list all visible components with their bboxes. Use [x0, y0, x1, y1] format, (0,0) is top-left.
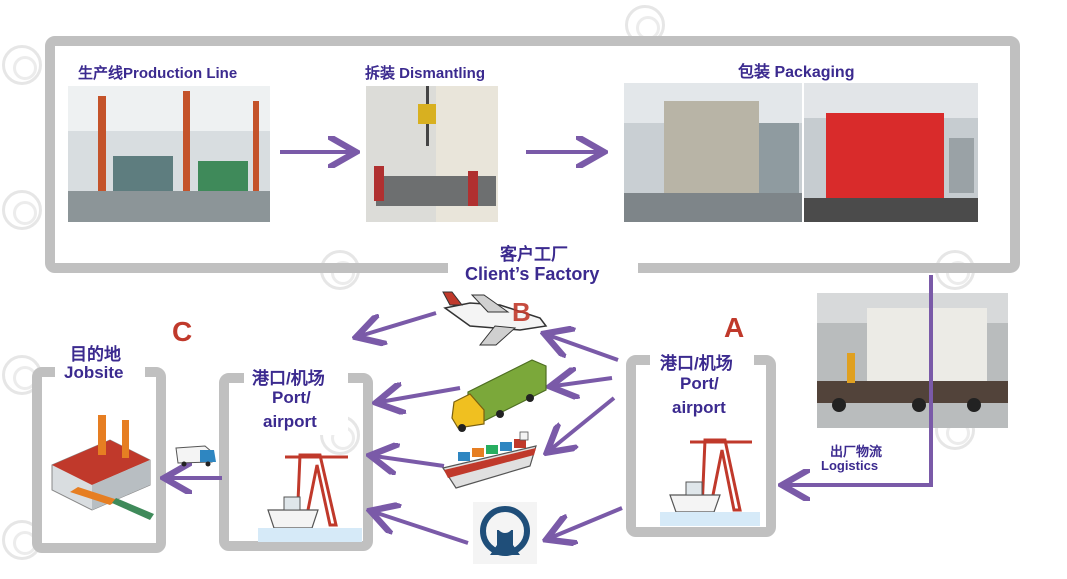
port-a-title-cn: 港口/机场 [660, 354, 733, 373]
arrow-porta-to-truck [554, 378, 613, 386]
dismantling-photo [366, 86, 498, 222]
jobsite-title-mask [55, 357, 145, 387]
plane-icon [442, 291, 548, 346]
jobsite-title-cn: 目的地 [70, 345, 121, 364]
jobsite-plant-icon [51, 415, 154, 520]
packaging-label: 包装 Packaging [738, 64, 855, 81]
truck-icon [451, 359, 547, 432]
logistics-label-en: Logistics [821, 458, 879, 473]
port-b-letter-glyph: B [512, 297, 531, 327]
port-a-title-mask [650, 345, 754, 425]
watermark-seal-icon [2, 45, 42, 85]
factory-caption-mask [448, 255, 638, 285]
port-b-crane-ship-icon [258, 453, 362, 542]
arrow-porta-to-rail [550, 506, 623, 538]
container-ship-icon [442, 431, 537, 489]
railway-logo-icon [473, 502, 537, 564]
port-a-crane-ship-icon [660, 438, 760, 526]
arrow-plane-to-portb [360, 311, 437, 336]
watermark-seal-icon [2, 190, 42, 230]
port-a-letter: A [724, 312, 745, 343]
port-b-title-en2: airport [263, 412, 317, 431]
jobsite-letter: C [172, 316, 193, 347]
factory-caption-en: Client’s Factory [465, 264, 600, 284]
production-line-photo [68, 86, 270, 222]
logistics-label-cn: 出厂物流 [830, 444, 883, 459]
logistics-truck-photo [817, 293, 1008, 428]
port-b-title-mask [244, 363, 348, 435]
packaging-photo-1 [624, 83, 802, 222]
arrow-porta-to-ship [550, 396, 616, 450]
small-truck-icon [175, 445, 216, 467]
packaging-photo-2 [804, 83, 978, 222]
arrow-porta-to-plane [548, 335, 619, 362]
factory-caption-cn: 客户工厂 [500, 245, 568, 264]
port-a-title-en2: airport [672, 398, 726, 417]
production-line-label: 生产线Production Line [78, 65, 238, 82]
jobsite-title-en: Jobsite [64, 363, 124, 382]
port-a-title-en1: Port/ [680, 374, 719, 393]
arrow-logistics-path [786, 275, 933, 485]
arrow-truck-to-portb [380, 388, 461, 402]
arrow-rail-to-portb [374, 512, 469, 545]
arrow-ship-to-portb [374, 456, 445, 466]
port-b-title-en1: Port/ [272, 388, 311, 407]
port-b-title-cn: 港口/机场 [252, 369, 325, 388]
dismantling-label: 拆装 Dismantling [365, 65, 486, 82]
